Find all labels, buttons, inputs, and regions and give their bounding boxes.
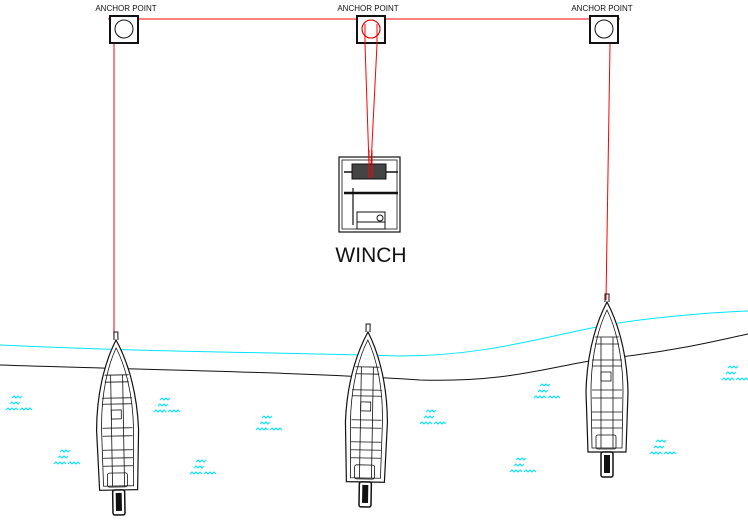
winch-label: WINCH [335, 244, 406, 267]
anchor-label: ANCHOR POINT [571, 4, 632, 13]
anchor-point-right: ANCHOR POINT [571, 4, 633, 44]
winch [338, 150, 401, 233]
rope-winch-b [370, 43, 378, 166]
water-surface-line [0, 310, 748, 357]
boat-right [585, 293, 629, 478]
boat-left [94, 330, 141, 517]
anchor-label: ANCHOR POINT [337, 4, 398, 13]
rope-winch-a [364, 43, 370, 166]
rope-right [605, 43, 611, 301]
boat-center [343, 322, 390, 509]
anchor-label: ANCHOR POINT [95, 4, 156, 13]
anchor-point-left: ANCHOR POINT [95, 4, 157, 44]
shore-line [0, 333, 748, 381]
